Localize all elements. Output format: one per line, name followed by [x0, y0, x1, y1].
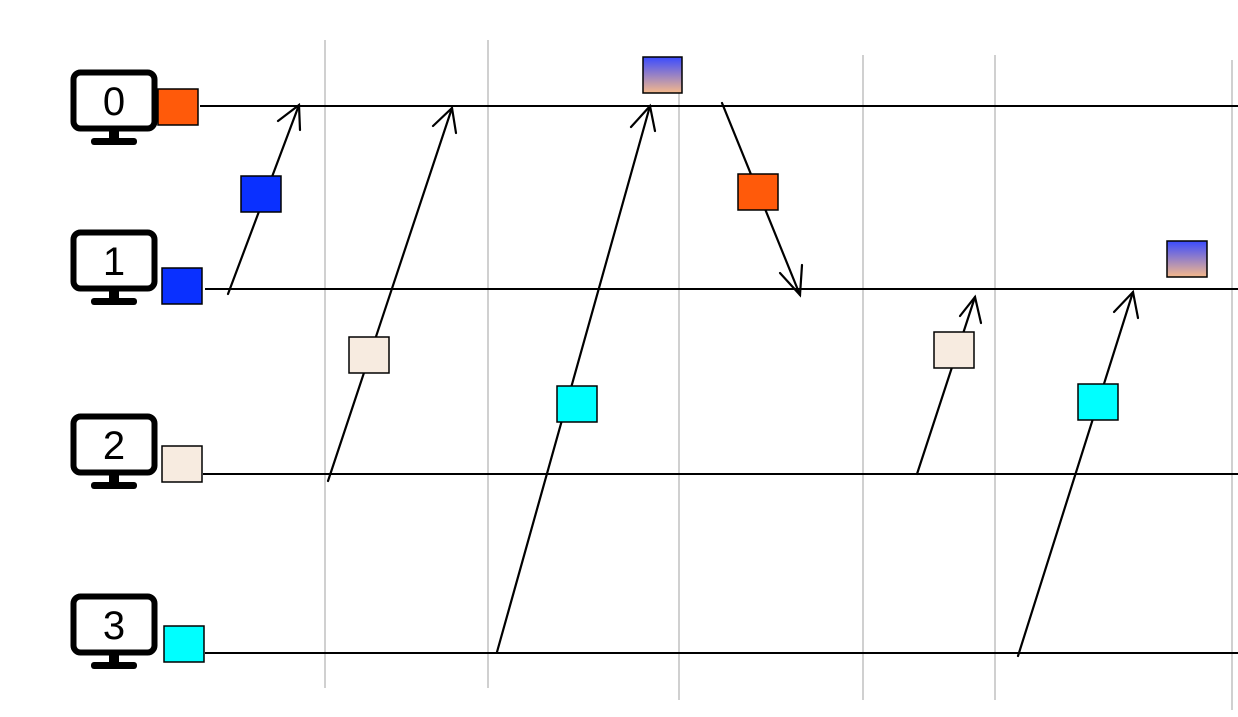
node-label: 2: [103, 424, 125, 468]
message-payload: [348, 336, 390, 374]
message-payload: [556, 385, 598, 423]
message-payload: [240, 175, 282, 213]
grid-lines: [324, 40, 1233, 710]
node-3-state: [163, 625, 205, 663]
message-arrow: [915, 294, 983, 476]
message-arrow: [1016, 289, 1140, 658]
merged-state: [1166, 240, 1208, 278]
node-label: 3: [103, 604, 125, 648]
computer-icon: 3: [70, 593, 158, 669]
message-payload: [1077, 383, 1119, 421]
timelines: [200, 105, 1238, 654]
message-arrow: [326, 105, 458, 483]
message-arrow: [495, 103, 657, 654]
message-arrows: [226, 101, 1140, 658]
computer-icon: 1: [70, 229, 158, 305]
computer-icon: 2: [70, 413, 158, 489]
computer-icon: 0: [70, 69, 158, 145]
message-payload: [933, 331, 975, 369]
node-2-state: [161, 445, 203, 483]
message-payload: [737, 173, 779, 211]
node-1-state: [161, 267, 203, 305]
node-label: 0: [103, 80, 125, 124]
node-0-state: [157, 88, 199, 126]
node-label: 1: [103, 240, 125, 284]
merged-state: [642, 56, 683, 94]
